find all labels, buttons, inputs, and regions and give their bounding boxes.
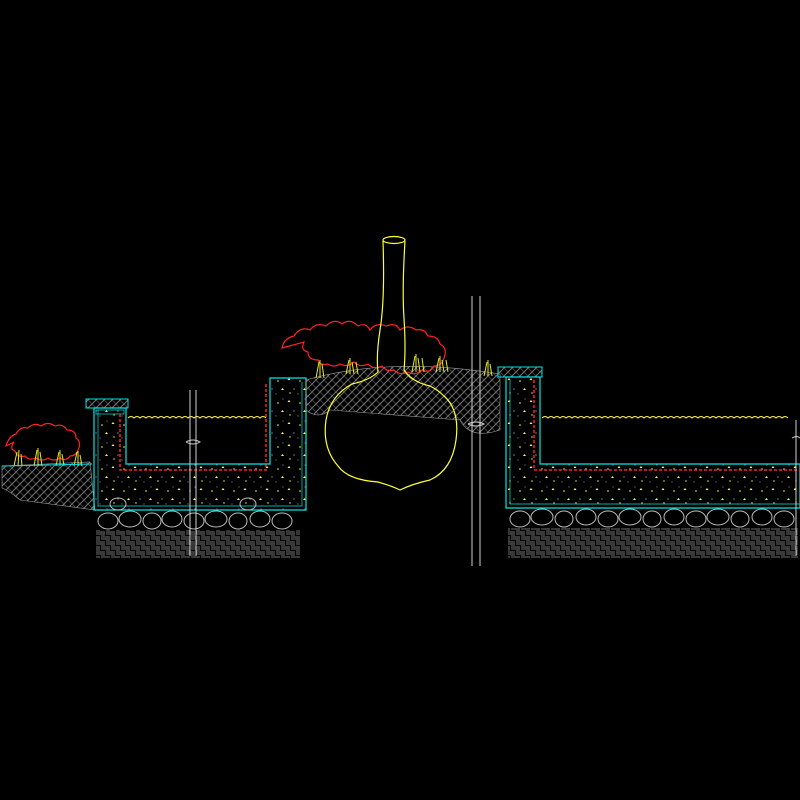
center-planter — [281, 320, 501, 434]
left-wall-coping — [85, 398, 129, 409]
right-wall-body — [505, 376, 800, 509]
tree-rootball — [324, 383, 458, 491]
right-pond-wall — [497, 366, 800, 509]
left-compacted-soil — [96, 530, 300, 558]
left-pond-liner — [119, 382, 267, 471]
right-pond-inner-face — [539, 377, 800, 465]
left-pond-basin — [119, 378, 271, 471]
right-pond-liner — [533, 380, 800, 471]
left-shrub-planting — [1, 422, 96, 511]
left-soil-mound — [1, 461, 96, 511]
drain-pipes — [185, 296, 800, 566]
tree-trunk — [351, 235, 431, 387]
left-gravel-base — [97, 497, 293, 530]
right-pond-basin — [533, 377, 800, 471]
center-grass-tufts — [315, 354, 493, 379]
right-compacted-soil — [508, 528, 798, 558]
left-wall-inner-line — [97, 382, 303, 507]
right-water-surface — [541, 416, 789, 419]
left-wall-inner-cap — [95, 409, 125, 415]
right-gravel-base — [509, 508, 795, 528]
center-shrub-foliage — [281, 320, 446, 375]
left-water-surface — [127, 416, 267, 419]
left-pond-inner-face — [125, 378, 271, 465]
left-ground-line — [1, 463, 93, 467]
right-wall-inner-line — [509, 380, 800, 505]
left-shrub-foliage — [5, 422, 81, 461]
right-wall-coping — [497, 366, 543, 378]
